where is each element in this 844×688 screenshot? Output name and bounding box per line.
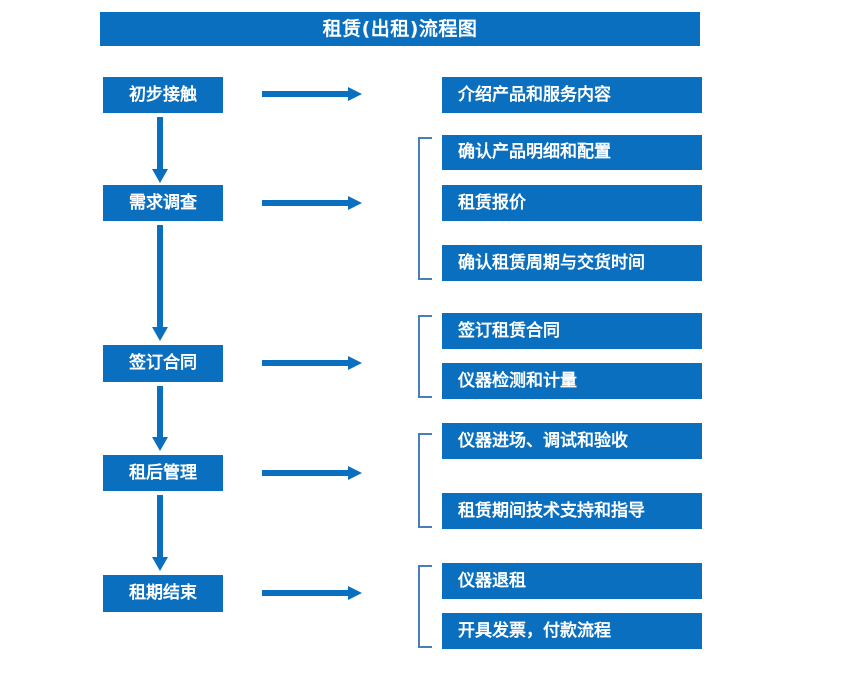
stage-box-1[interactable]: 初步接触 [103, 77, 223, 113]
group-bracket-4 [418, 433, 432, 528]
detail-box-4-2[interactable]: 租赁期间技术支持和指导 [442, 493, 702, 529]
stage-label-1: 初步接触 [129, 84, 197, 105]
detail-box-1-1[interactable]: 介绍产品和服务内容 [442, 77, 702, 113]
arrow-down-icon-2 [152, 225, 168, 341]
detail-box-4-1[interactable]: 仪器进场、调试和验收 [442, 423, 702, 459]
stage-box-3[interactable]: 签订合同 [103, 345, 223, 382]
arrow-right-icon-4 [262, 466, 362, 480]
detail-label-4-1: 仪器进场、调试和验收 [458, 430, 628, 451]
detail-box-3-1[interactable]: 签订租赁合同 [442, 313, 702, 349]
detail-box-5-2[interactable]: 开具发票，付款流程 [442, 613, 702, 649]
detail-box-2-3[interactable]: 确认租赁周期与交货时间 [442, 245, 702, 281]
arrow-right-icon-2 [262, 196, 362, 210]
stage-label-3: 签订合同 [129, 353, 197, 373]
stage-label-4: 租后管理 [129, 462, 197, 483]
stage-box-5[interactable]: 租期结束 [103, 575, 223, 612]
detail-label-4-2: 租赁期间技术支持和指导 [458, 500, 645, 521]
arrow-right-icon-1 [262, 87, 362, 101]
arrow-right-icon-5 [262, 586, 362, 600]
detail-label-1-1: 介绍产品和服务内容 [458, 84, 611, 105]
stage-box-4[interactable]: 租后管理 [103, 455, 223, 491]
detail-label-3-1: 签订租赁合同 [458, 320, 560, 341]
chart-title-bar: 租赁(出租)流程图 [100, 12, 700, 46]
detail-label-5-2: 开具发票，付款流程 [458, 620, 611, 641]
group-bracket-2 [418, 137, 432, 280]
detail-label-2-2: 租赁报价 [458, 192, 526, 213]
detail-label-3-2: 仪器检测和计量 [458, 370, 577, 391]
detail-box-2-1[interactable]: 确认产品明细和配置 [442, 135, 702, 170]
chart-title: 租赁(出租)流程图 [322, 17, 478, 40]
arrow-down-icon-1 [152, 117, 168, 183]
stage-label-2: 需求调查 [129, 192, 197, 213]
detail-label-2-1: 确认产品明细和配置 [458, 142, 611, 162]
stage-box-2[interactable]: 需求调查 [103, 185, 223, 221]
detail-box-3-2[interactable]: 仪器检测和计量 [442, 363, 702, 399]
arrow-down-icon-4 [152, 495, 168, 571]
stage-label-5: 租期结束 [129, 583, 197, 603]
group-bracket-3 [418, 315, 432, 398]
detail-box-2-2[interactable]: 租赁报价 [442, 185, 702, 221]
arrow-right-icon-3 [262, 356, 362, 370]
detail-label-5-1: 仪器退租 [458, 570, 526, 591]
detail-label-2-3: 确认租赁周期与交货时间 [458, 252, 645, 273]
group-bracket-5 [418, 565, 432, 648]
detail-box-5-1[interactable]: 仪器退租 [442, 563, 702, 599]
arrow-down-icon-3 [152, 386, 168, 451]
